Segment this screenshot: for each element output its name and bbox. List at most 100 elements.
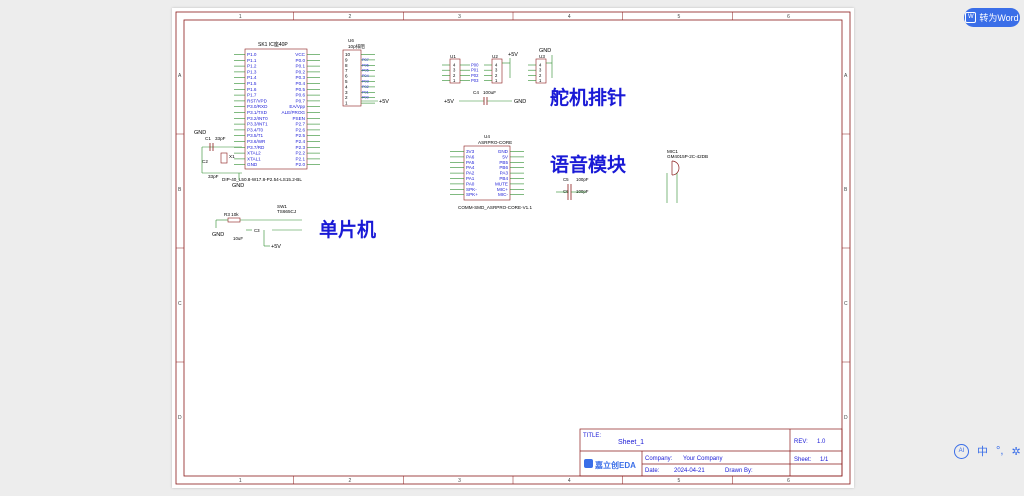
grid-row-right: C <box>844 301 848 307</box>
grid-row-left: A <box>178 73 182 79</box>
voice-right-pin: 5V <box>502 154 509 159</box>
servo-plus5v: +5V <box>508 52 518 58</box>
voice-right-pin: PB4 <box>499 176 508 181</box>
mcu-left-pin: P1.7 <box>247 93 257 98</box>
grid-col-top: 1 <box>239 14 242 20</box>
mcu-right-pin: P2.6 <box>296 127 306 132</box>
voice-right-pin: PB6 <box>499 165 508 170</box>
mic-ref: MIC1 <box>667 149 678 154</box>
mcu-right-pin: P2.4 <box>296 139 306 144</box>
grid-col-top: 5 <box>678 14 681 20</box>
grid-col-bottom: 2 <box>349 478 352 484</box>
reset-plus5v: +5V <box>271 244 281 250</box>
header10-net: P06 <box>362 63 369 67</box>
header10-pin: 7 <box>345 68 348 73</box>
servo-pin: 2 <box>453 73 456 78</box>
mcu-left-pin: P3.3/INT1 <box>247 122 268 127</box>
mcu-footprint: DIP-40_L50.8-W17.8-P2.54-LS15.2-BL <box>222 177 302 182</box>
title-block: TITLE: Sheet_1 REV: 1.0 Company: Your Co… <box>579 428 843 477</box>
company-label: Company: <box>645 456 673 462</box>
r3-val: 10k <box>231 212 239 217</box>
mcu-right-pin: P2.0 <box>296 162 306 167</box>
mcu-right-pin: P2.3 <box>296 145 306 150</box>
grid-col-bottom: 1 <box>239 478 242 484</box>
header10-net: P00 <box>362 96 369 100</box>
grid-row-left: C <box>178 301 182 307</box>
u1-body <box>449 58 461 84</box>
svg-text:SK1 IC座40P: SK1 IC座40P <box>258 41 288 48</box>
title-value: Sheet_1 <box>618 439 644 446</box>
servo-net: P03 <box>471 78 479 83</box>
header10-net: P02 <box>362 85 369 89</box>
mcu-left-pin: P1.1 <box>247 58 257 63</box>
header10-pin: 1 <box>345 101 348 106</box>
date-value: 2024-04-21 <box>674 468 705 474</box>
grid-col-bottom: 5 <box>678 478 681 484</box>
mcu-block[interactable]: SK1 IC座40P P1.0P1.1P1.2P1.3P1.4P1.5P1.6P… <box>222 41 320 182</box>
mcu-right-pin: P0.0 <box>296 58 306 63</box>
voice-right-pin: PB5 <box>499 160 508 165</box>
mic-block[interactable]: MIC1 GM4015P-2C-42DB <box>666 149 708 203</box>
servo-net: P01 <box>471 68 479 73</box>
grid-row-left: D <box>178 415 182 421</box>
voice-block[interactable]: U4 ASRPRO-CORE 3V3PA6PA5PA4PA2PA1PA0SPK-… <box>450 134 589 210</box>
grid-col-bottom: 4 <box>568 478 571 484</box>
header10-pin: 3 <box>345 90 348 95</box>
ime-toggle[interactable]: 中 <box>977 446 988 458</box>
c5-val: 100pF <box>576 177 589 182</box>
ai-icon[interactable]: AI <box>954 443 969 459</box>
punctuation-toggle[interactable]: °, <box>996 445 1004 457</box>
servo-pin: 2 <box>539 73 542 78</box>
sw-ref: SW1 <box>277 204 287 209</box>
osc-gnd-top: GND <box>194 130 206 136</box>
mcu-right-pin: P0.7 <box>296 98 306 103</box>
header10-body <box>342 49 362 107</box>
sheet-label: Sheet: <box>794 457 812 463</box>
mcu-right-pin: ALE/PROG <box>282 110 306 115</box>
servo-pin: 3 <box>453 68 456 73</box>
mcu-left-pin: XTAL2 <box>247 151 261 156</box>
reset-block[interactable]: R3 10k GND SW1 TS665CJ C3 10uF +5V <box>212 204 302 250</box>
convert-to-word-button[interactable]: W 转为Word <box>964 8 1020 27</box>
voice-right-pin: MIC+ <box>497 187 508 192</box>
mcu-left-pin: P1.3 <box>247 69 257 74</box>
grid-col-top: 3 <box>458 14 461 20</box>
mcu-right-pin: P0.4 <box>296 81 306 86</box>
osc-gnd-bottom: GND <box>232 183 244 189</box>
settings-icon[interactable]: ✲ <box>1011 445 1021 458</box>
servo-pin: 1 <box>453 78 456 83</box>
servo-pin: 2 <box>495 73 498 78</box>
mcu-right-pin: P2.2 <box>296 151 306 156</box>
mcu-body <box>244 48 308 170</box>
mcu-left-pin: XTAL1 <box>247 156 261 161</box>
voice-left-pin: SPK- <box>466 187 477 192</box>
servo-pin: 4 <box>453 63 456 68</box>
grid-row-right: D <box>844 415 848 421</box>
mcu-left-pin: P1.6 <box>247 87 257 92</box>
u3-body <box>535 58 547 84</box>
c6-ref: C6 <box>563 189 569 194</box>
mcu-right-pin: EA/Vpp <box>289 104 305 109</box>
servo-pin: 3 <box>539 68 542 73</box>
oscillator-block[interactable]: GND C1 33pF C2 33pF X1 GND <box>194 130 244 189</box>
grid-row-right: A <box>844 73 848 79</box>
x1-ref: X1 <box>229 154 235 159</box>
mcu-ref: SK1 <box>258 42 268 48</box>
voice-right-pin: MUTE <box>495 181 508 186</box>
mcu-value: IC座40P <box>269 41 289 48</box>
u1-ref: U1 <box>450 54 456 59</box>
rev-label: REV: <box>794 439 808 445</box>
voice-ref: U4 <box>484 134 490 139</box>
servo-net: P00 <box>471 63 479 68</box>
mcu-left-pin: GND <box>247 162 258 167</box>
header10-ref: U6 <box>348 38 354 43</box>
c2-ref: C2 <box>202 159 208 164</box>
c4-gnd: GND <box>514 99 526 105</box>
mcu-left-pin: RST/VPD <box>247 98 268 103</box>
servo-pin: 4 <box>495 63 498 68</box>
section-title-mcu: 单片机 <box>319 218 376 241</box>
